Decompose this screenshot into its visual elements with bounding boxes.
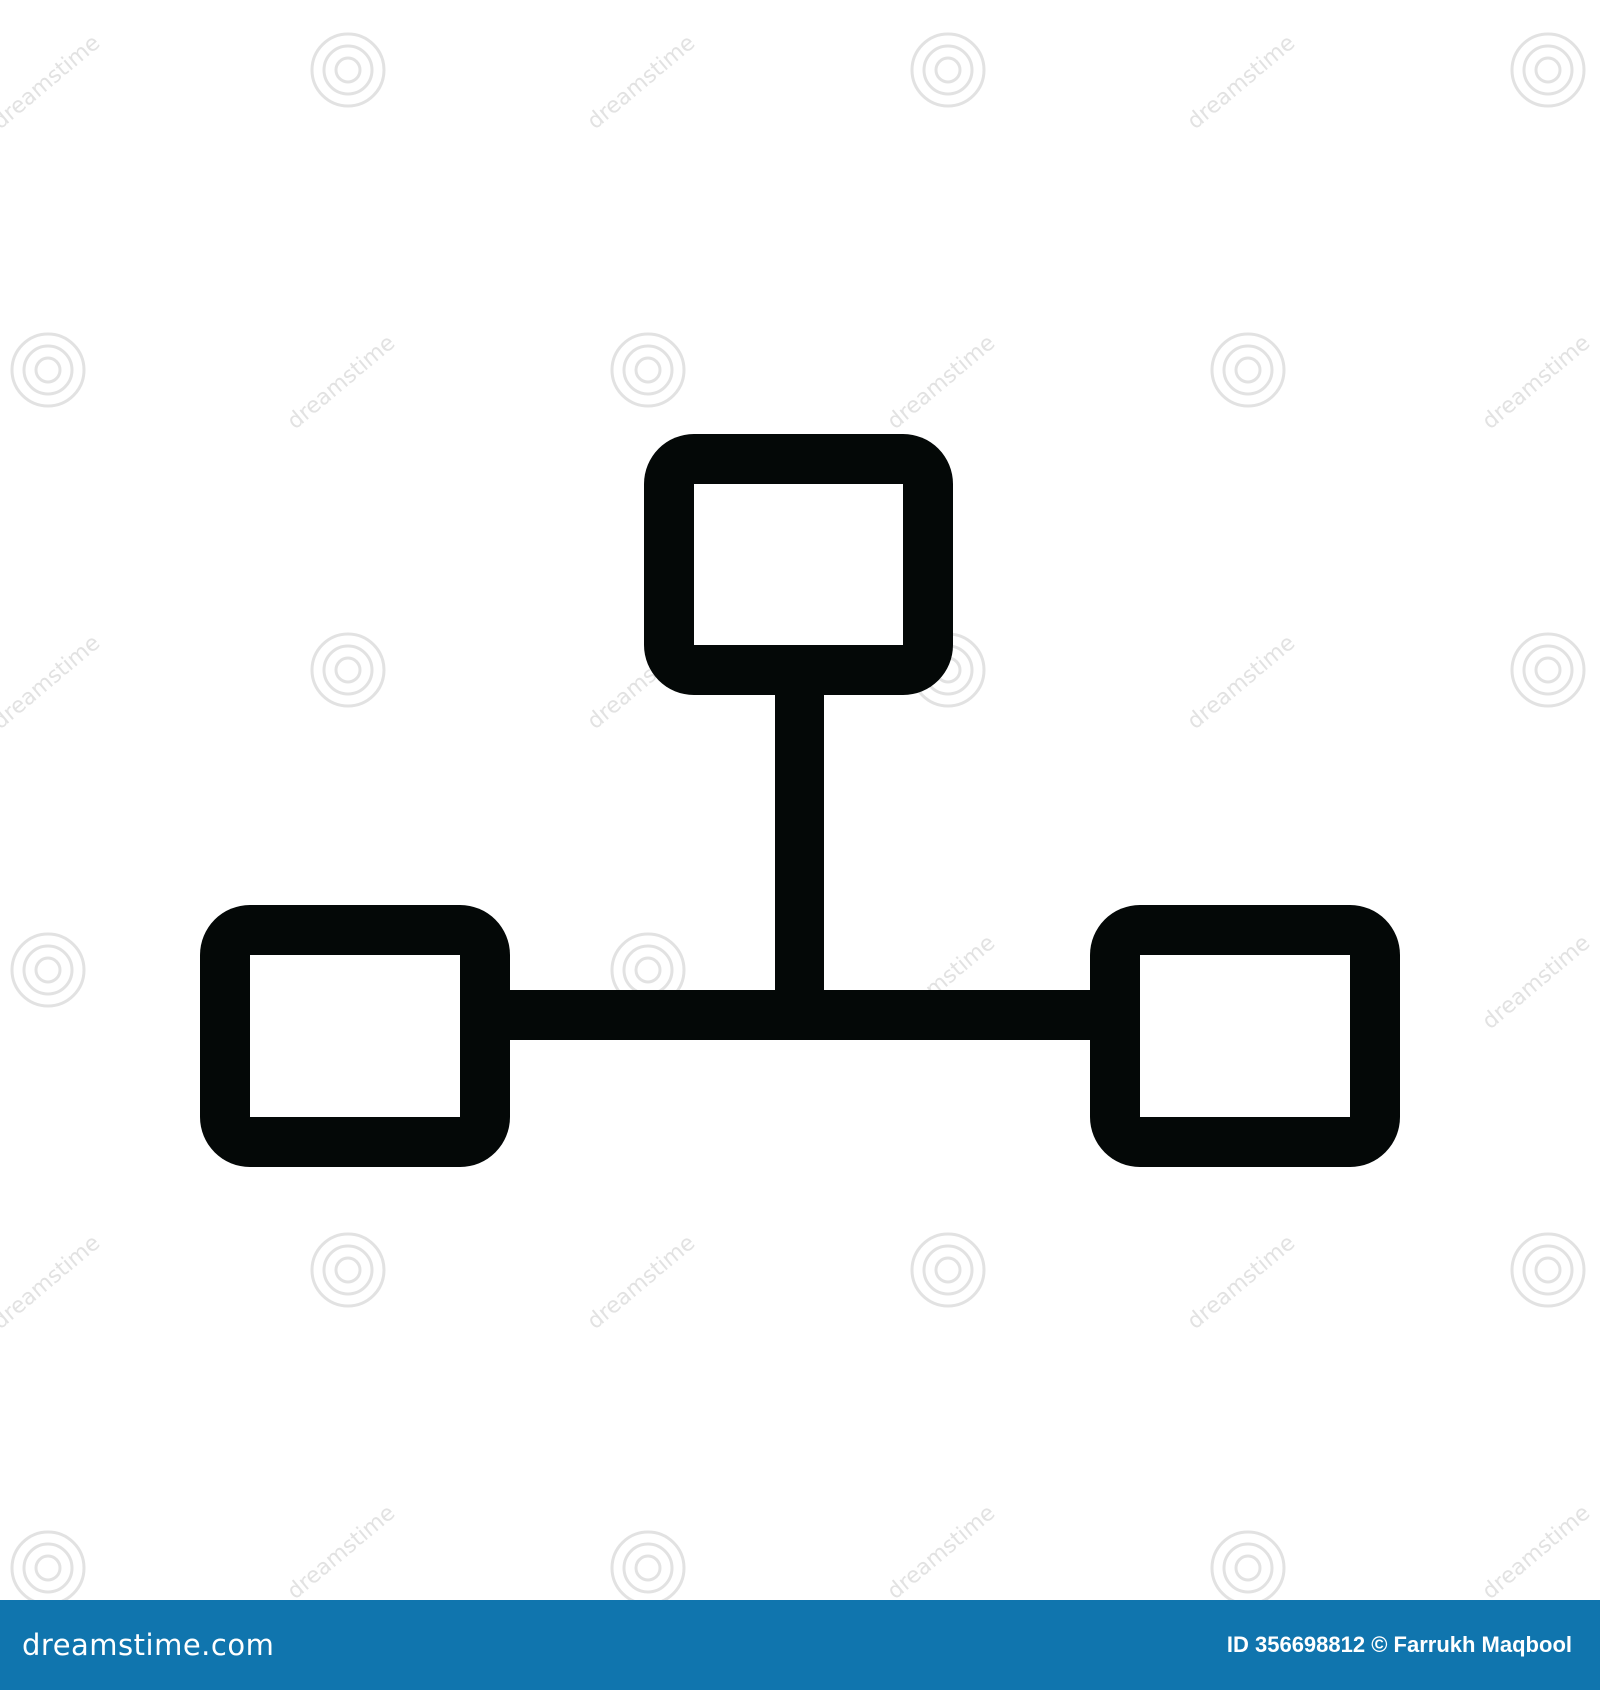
left-node-box <box>200 905 510 1167</box>
top-node-box <box>644 434 953 695</box>
brand-logo-text: dreamstime.com <box>22 1628 275 1662</box>
horizontal-connector <box>505 990 1095 1040</box>
vertical-connector <box>775 690 824 995</box>
right-node-box <box>1090 905 1400 1167</box>
network-hierarchy-icon <box>200 434 1400 1167</box>
image-credit: ID 356698812 © Farrukh Maqbool <box>1226 1632 1572 1657</box>
attribution-footer: dreamstime.com ID 356698812 © Farrukh Ma… <box>0 1600 1600 1690</box>
